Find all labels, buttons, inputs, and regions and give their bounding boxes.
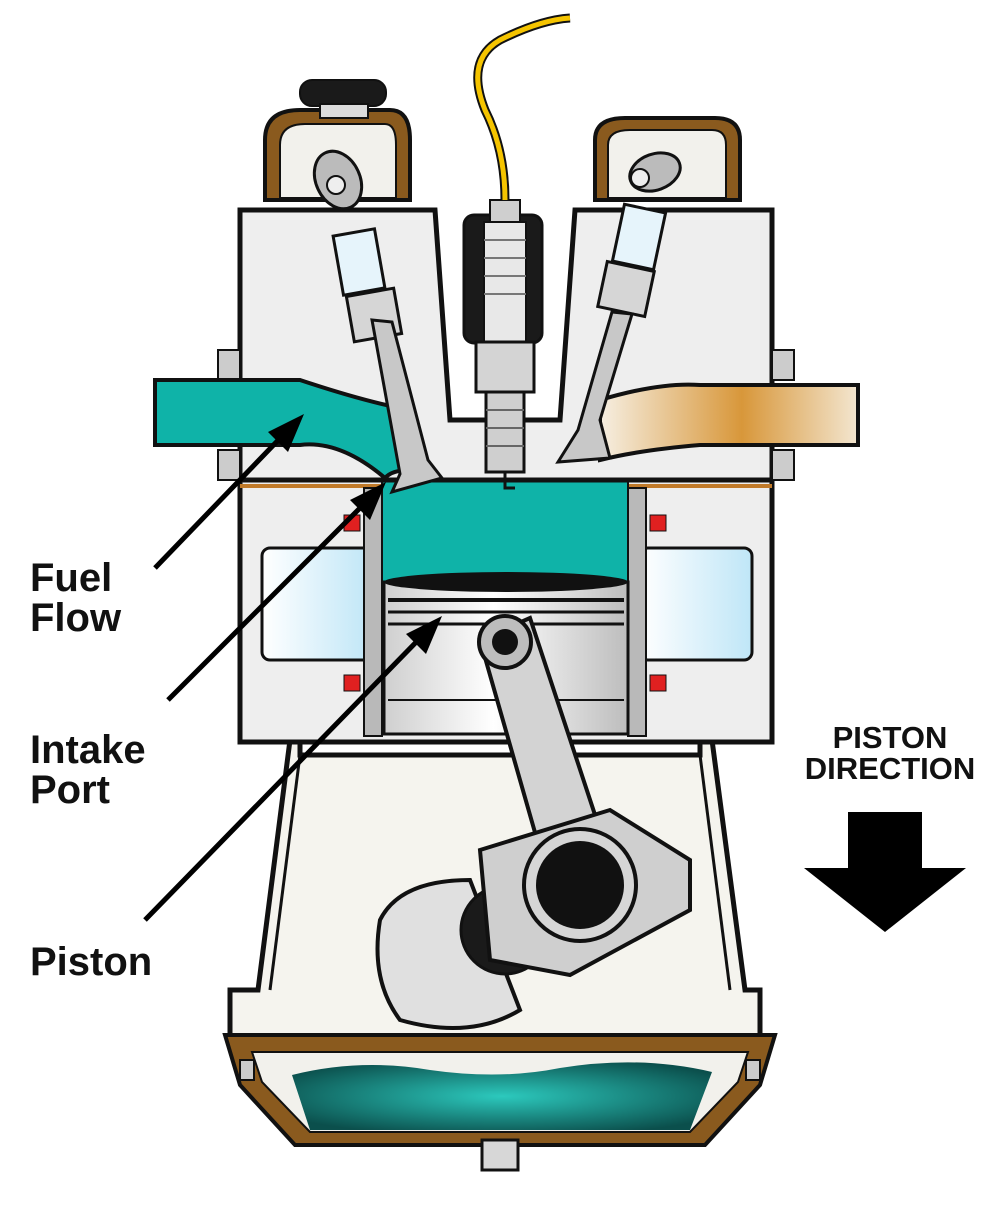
oil-filler-cap-icon <box>299 79 387 107</box>
intake-port-arrow <box>166 496 372 702</box>
fuel-flow-label: Fuel Flow <box>30 558 121 638</box>
fuel-flow-label-line2: Flow <box>30 596 122 640</box>
connecting-rod-icon <box>477 614 603 853</box>
piston-direction-label-line1: PISTON <box>832 720 948 755</box>
piston-direction-label-line2: DIRECTION <box>804 751 976 786</box>
crankshaft-icon <box>375 807 692 1030</box>
fuel-flow-label-line1: Fuel <box>30 556 113 600</box>
intake-port-label-line1: Intake <box>30 728 146 772</box>
drain-plug-icon <box>480 1138 520 1172</box>
exhaust-port <box>598 382 860 463</box>
piston-arrow <box>143 630 428 922</box>
label-arrows <box>143 414 442 922</box>
intake-port-label: Intake Port <box>30 730 146 810</box>
engine-oil <box>292 1062 712 1130</box>
oil-pan <box>222 1033 778 1172</box>
piston-label: Piston <box>30 940 153 984</box>
spark-plug-icon <box>462 13 571 490</box>
coolant-jacket-left <box>260 546 374 662</box>
down-arrow-icon <box>804 812 966 932</box>
piston-direction-label: PISTON DIRECTION <box>795 722 985 784</box>
intake-port-label-line2: Port <box>30 768 110 812</box>
coolant-jacket-right <box>638 546 754 662</box>
intake-valve-icon <box>331 227 445 495</box>
fuel-flow-arrow <box>153 428 290 570</box>
exhaust-valve-icon <box>555 202 668 464</box>
